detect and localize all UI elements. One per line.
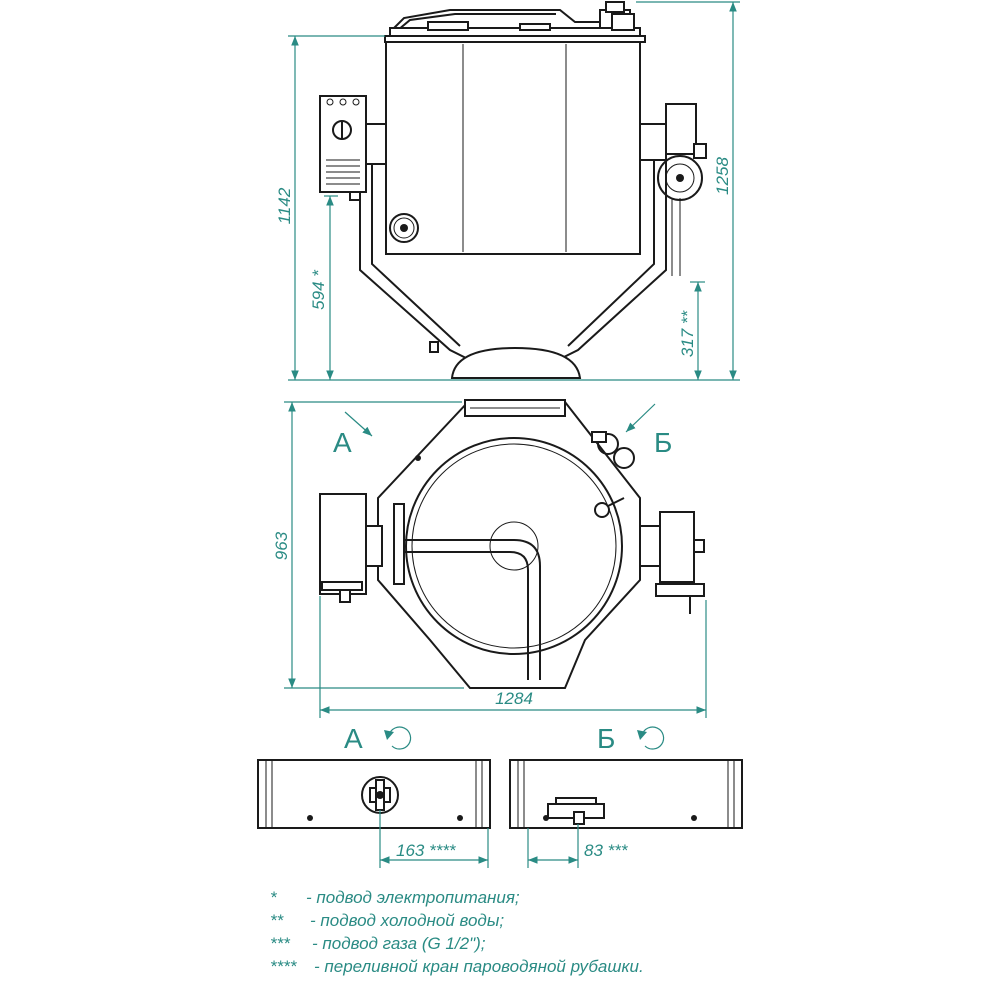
legend-row: **** - переливной кран пароводяной рубаш… <box>270 955 970 978</box>
legend-text: - подвод газа (G 1/2"); <box>312 934 486 953</box>
dim-1284-label: 1284 <box>495 689 533 708</box>
legend-mark: **** <box>270 957 297 976</box>
view-b-side <box>509 759 743 829</box>
plan-dimensions <box>284 401 707 718</box>
legend-text: - подвод холодной воды; <box>310 911 505 930</box>
dim-1258-label: 1258 <box>713 157 732 195</box>
plan-view <box>319 399 705 689</box>
front-dimensions <box>288 1 740 381</box>
view-a-marker: А <box>333 427 352 458</box>
view-b-rotation-icon <box>637 726 665 750</box>
legend-mark: ** <box>270 911 284 930</box>
dim-317-label: 317 ** <box>678 309 697 357</box>
legend-mark: *** <box>270 934 290 953</box>
legend-row: * - подвод электропитания; <box>270 886 970 909</box>
legend-row: ** - подвод холодной воды; <box>270 909 970 932</box>
view-a-title: А <box>344 723 363 754</box>
dim-163-label: 163 **** <box>396 841 457 860</box>
dim-963-label: 963 <box>272 531 291 560</box>
legend-row: *** - подвод газа (G 1/2"); <box>270 932 970 955</box>
legend-text: - переливной кран пароводяной рубашки. <box>314 957 644 976</box>
front-elevation <box>319 1 707 379</box>
dim-1142-label: 1142 <box>275 187 294 224</box>
view-b-marker: Б <box>654 427 672 458</box>
dim-594-label: 594 * <box>309 269 328 310</box>
legend-mark: * <box>270 888 277 907</box>
view-a-side <box>257 759 491 829</box>
view-b-title: Б <box>597 723 615 754</box>
dim-83-label: 83 *** <box>584 841 629 860</box>
view-a-rotation-icon <box>384 726 412 750</box>
legend: * - подвод электропитания; ** - подвод х… <box>270 886 970 978</box>
legend-text: - подвод электропитания; <box>306 888 520 907</box>
